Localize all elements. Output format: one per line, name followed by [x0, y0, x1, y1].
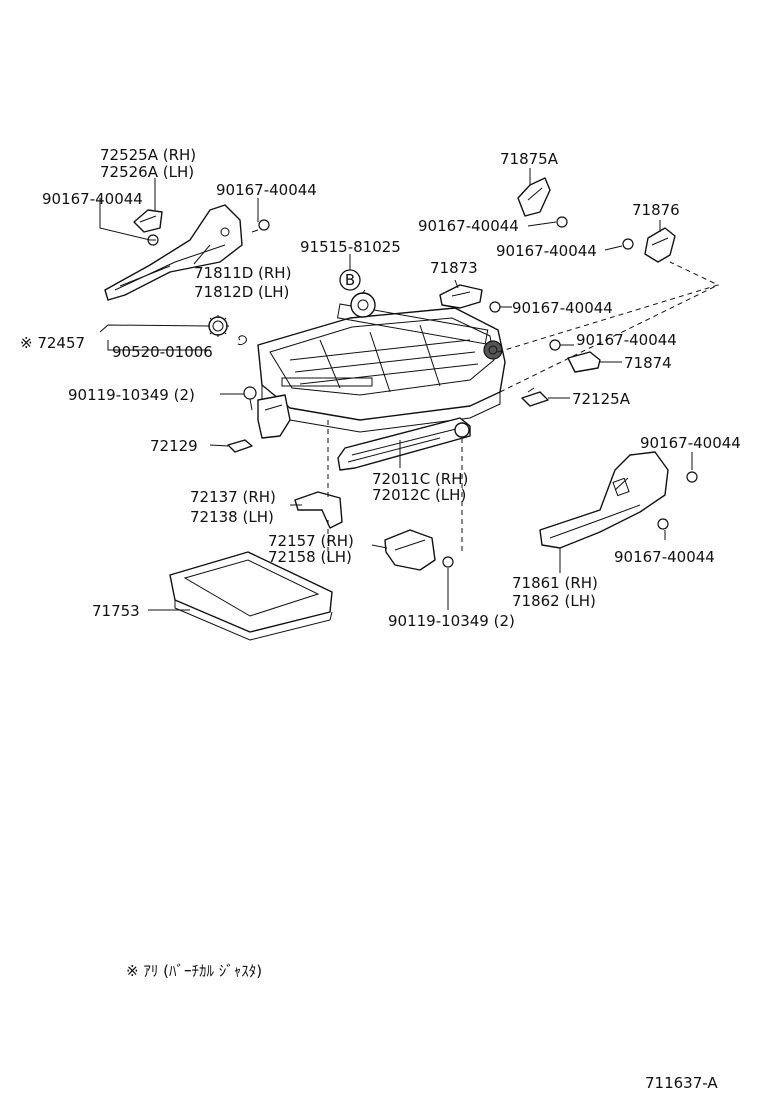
label-72158: 72158 (LH) [268, 548, 352, 566]
label-71812d: 71812D (LH) [194, 283, 289, 301]
leader-lines [99, 168, 693, 611]
cover-71876 [644, 227, 676, 263]
label-90119-a: 90119-10349 (2) [68, 386, 195, 404]
label-71753: 71753 [92, 602, 140, 620]
screw-right-b [657, 518, 669, 530]
lifter-knob-cover [539, 451, 669, 549]
part-labels: 72525A (RH) 72526A (LH) 90167-40044 9016… [20, 146, 741, 630]
label-90520: 90520-01006 [112, 343, 213, 361]
label-72012c: 72012C (LH) [372, 486, 466, 504]
label-90119-b: 90119-10349 (2) [388, 612, 515, 630]
label-90167-c: 90167-40044 [418, 217, 519, 235]
label-72129: 72129 [150, 437, 198, 455]
label-71875a: 71875A [500, 150, 559, 168]
dashed-lines [327, 261, 720, 560]
label-90167-d: 90167-40044 [496, 242, 597, 260]
label-71861: 71861 (RH) [512, 574, 598, 592]
reclining-knob [133, 209, 163, 233]
diagram-code: 711637-A [645, 1074, 718, 1092]
lifter-bracket [243, 386, 291, 439]
link-72125a [521, 387, 549, 407]
cover-71874 [567, 351, 601, 373]
screw-left-b [251, 219, 270, 233]
label-72157: 72157 (RH) [268, 532, 354, 550]
screw-71874 [549, 339, 561, 351]
label-72526a: 72526A (LH) [100, 163, 194, 181]
label-71862: 71862 (LH) [512, 592, 596, 610]
label-90167-a: 90167-40044 [42, 190, 143, 208]
cover-71873 [439, 284, 483, 309]
cover-72137 [294, 491, 343, 529]
lifter-gear [207, 315, 229, 337]
footnote: ※ ｱﾘ (ﾊﾞｰﾁｶﾙ ｼﾞｬｽﾀ) [126, 962, 262, 980]
cover-72157 [384, 529, 436, 571]
label-72125a: 72125A [572, 390, 631, 408]
seat-frame [257, 292, 506, 433]
label-71873: 71873 [430, 259, 478, 277]
label-71876: 71876 [632, 201, 680, 219]
label-90167-b: 90167-40044 [216, 181, 317, 199]
snap-ring [237, 335, 247, 345]
screw-right-a [686, 471, 698, 483]
screw-71875a [556, 216, 568, 228]
label-72137: 72137 (RH) [190, 488, 276, 506]
label-72457: ※ 72457 [20, 334, 85, 352]
label-72011c: 72011C (RH) [372, 470, 468, 488]
seat-side-shield [104, 204, 243, 301]
pad-72129 [227, 439, 253, 453]
label-90167-h: 90167-40044 [614, 548, 715, 566]
label-90167-e: 90167-40044 [512, 299, 613, 317]
screw-71873 [489, 301, 501, 313]
reference-marker-b-label: B [345, 271, 355, 289]
label-72138: 72138 (LH) [190, 508, 274, 526]
label-90167-f: 90167-40044 [576, 331, 677, 349]
bracket-71875a [517, 177, 551, 217]
seat-tray-71753 [169, 551, 333, 641]
label-71874: 71874 [624, 354, 672, 372]
label-71811d: 71811D (RH) [194, 264, 291, 282]
screw-71876 [622, 238, 634, 250]
label-91515: 91515-81025 [300, 238, 401, 256]
label-90167-g: 90167-40044 [640, 434, 741, 452]
reference-marker-b: B [339, 269, 361, 291]
bolt-90119-bottom [442, 556, 454, 568]
label-72525a: 72525A (RH) [100, 146, 196, 164]
seat-track-rail [337, 417, 471, 471]
